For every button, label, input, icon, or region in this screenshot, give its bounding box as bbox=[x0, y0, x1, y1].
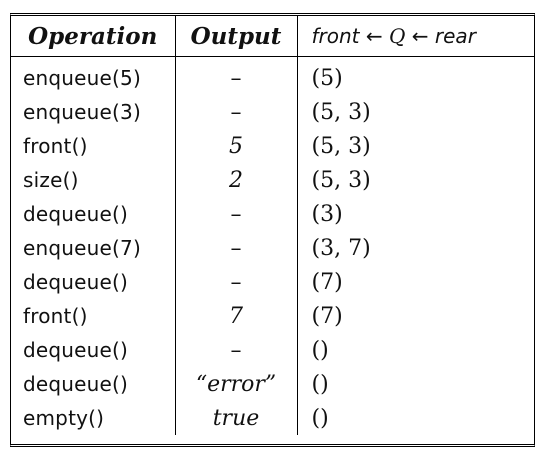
output-cell: – bbox=[174, 95, 297, 129]
queue-state-cell: () bbox=[296, 333, 534, 367]
header-arrow-2: ← bbox=[411, 24, 429, 48]
queue-state-cell: (5, 3) bbox=[296, 129, 534, 163]
header-front: front bbox=[311, 24, 360, 48]
output-cell: 7 bbox=[174, 299, 297, 333]
operation-cell: enqueue(3) bbox=[23, 100, 141, 124]
operation-cell: enqueue(5) bbox=[23, 66, 141, 90]
table-row: enqueue(3) –(5, 3) bbox=[11, 95, 534, 129]
table-row: front() 7(7) bbox=[11, 299, 534, 333]
table-body: enqueue(5)–(5)enqueue(3)–(5, 3)front()5(… bbox=[11, 56, 534, 435]
output-cell: “error” bbox=[174, 367, 297, 401]
operation-cell: dequeue() bbox=[23, 270, 129, 294]
output-cell: – bbox=[174, 265, 297, 299]
queue-state-cell: (5, 3) bbox=[296, 163, 534, 197]
table-row: size() 2(5, 3) bbox=[11, 163, 534, 197]
table-row: enqueue(7) –(3, 7) bbox=[11, 231, 534, 265]
header-output: Output bbox=[174, 16, 297, 57]
output-cell: – bbox=[174, 231, 297, 265]
operation-cell: size() bbox=[23, 168, 79, 192]
output-cell: true bbox=[174, 401, 297, 435]
output-cell: – bbox=[174, 197, 297, 231]
operation-cell: front() bbox=[23, 304, 88, 328]
table-header-row: Operation Output front ← Q ← rear bbox=[11, 16, 534, 57]
queue-state-cell: (5, 3) bbox=[296, 95, 534, 129]
table-row: front() 5(5, 3) bbox=[11, 129, 534, 163]
header-queue-state: front ← Q ← rear bbox=[296, 16, 534, 57]
header-operation: Operation bbox=[11, 16, 175, 57]
operation-cell: dequeue() bbox=[23, 202, 129, 226]
queue-operations-table-frame: Operation Output front ← Q ← rear enqueu… bbox=[10, 13, 535, 447]
operation-cell: enqueue(7) bbox=[23, 236, 141, 260]
operation-cell: empty() bbox=[23, 406, 105, 430]
table-row: dequeue() –(7) bbox=[11, 265, 534, 299]
header-q: Q bbox=[389, 24, 406, 48]
queue-state-cell: (3) bbox=[296, 197, 534, 231]
output-cell: 5 bbox=[174, 129, 297, 163]
output-cell: – bbox=[174, 56, 297, 95]
table-row: dequeue() –() bbox=[11, 333, 534, 367]
header-rear: rear bbox=[434, 24, 476, 48]
table-row: dequeue() “error”() bbox=[11, 367, 534, 401]
operation-cell: dequeue() bbox=[23, 372, 129, 396]
operation-cell: front() bbox=[23, 134, 88, 158]
table-row: empty() true() bbox=[11, 401, 534, 435]
queue-state-cell: (3, 7) bbox=[296, 231, 534, 265]
queue-state-cell: () bbox=[296, 367, 534, 401]
output-cell: 2 bbox=[174, 163, 297, 197]
operation-cell: dequeue() bbox=[23, 338, 129, 362]
queue-state-cell: (5) bbox=[296, 56, 534, 95]
output-cell: – bbox=[174, 333, 297, 367]
header-arrow-1: ← bbox=[365, 24, 383, 48]
table-row: enqueue(5) –(5) bbox=[11, 56, 534, 95]
table-row: dequeue() –(3) bbox=[11, 197, 534, 231]
queue-state-cell: (7) bbox=[296, 265, 534, 299]
queue-state-cell: () bbox=[296, 401, 534, 435]
queue-state-cell: (7) bbox=[296, 299, 534, 333]
queue-operations-table: Operation Output front ← Q ← rear enqueu… bbox=[11, 16, 534, 435]
